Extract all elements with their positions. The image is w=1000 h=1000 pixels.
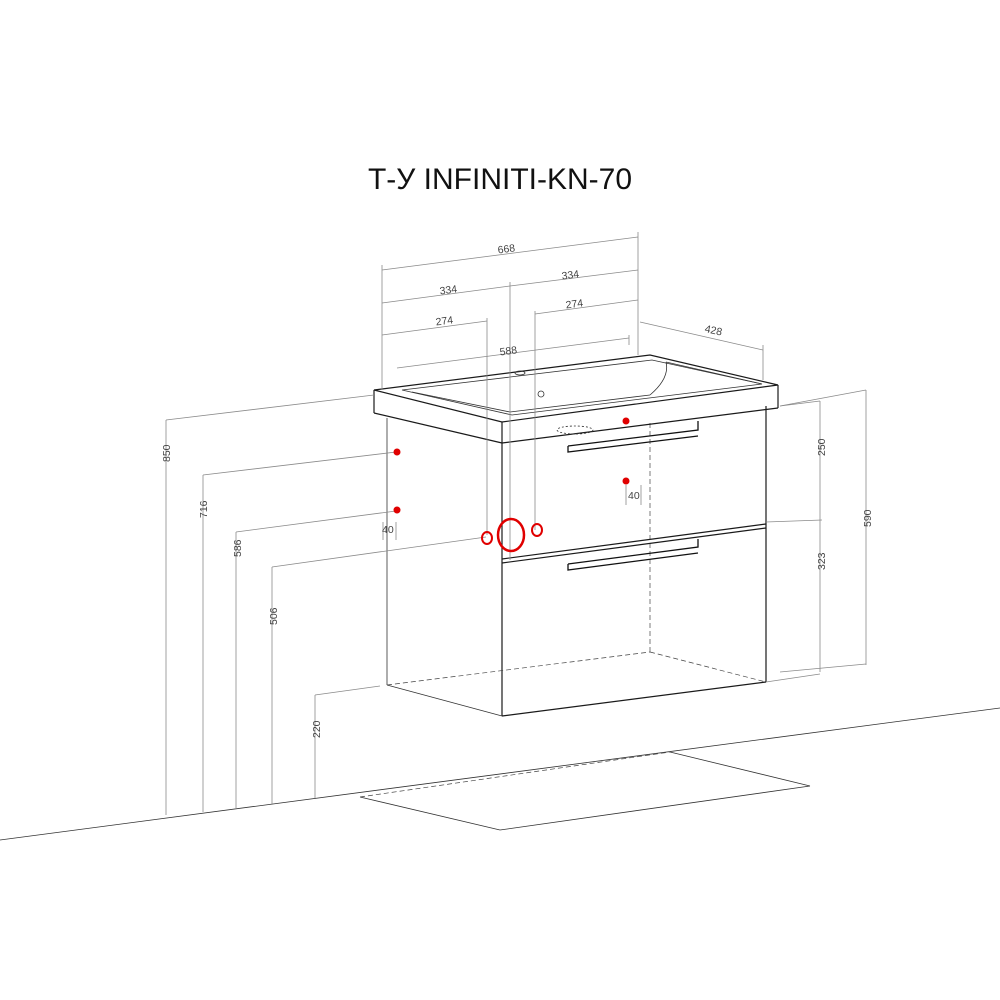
dim-850: 850: [161, 444, 173, 462]
hot-water-marker: [531, 523, 543, 537]
connection-markers: [393, 417, 630, 553]
dimension-labels: 668 334 334 274 274 588 428 850 716 586 …: [161, 242, 874, 738]
dim-428: 428: [704, 323, 724, 338]
dim-220: 220: [311, 720, 323, 738]
dim-716: 716: [198, 500, 210, 518]
dim-506: 506: [268, 607, 280, 625]
marker-dot: [622, 417, 630, 425]
basin-top: [373, 354, 779, 444]
dim-40-right: 40: [628, 490, 640, 502]
dim-323: 323: [816, 552, 828, 570]
marker-dot: [622, 477, 630, 485]
marker-dot: [393, 506, 401, 514]
dim-40-left: 40: [382, 524, 394, 536]
dim-274-left: 274: [435, 314, 454, 328]
dim-334-left: 334: [439, 283, 458, 297]
dim-590: 590: [862, 509, 874, 527]
right-dimensions: [765, 389, 867, 683]
dim-588: 588: [499, 344, 518, 358]
floor-lines: [0, 707, 1000, 841]
dim-250: 250: [816, 438, 828, 456]
cabinet-body: [386, 406, 767, 717]
dim-586: 586: [232, 539, 244, 557]
marker-dot: [393, 448, 401, 456]
left-dimensions: [165, 394, 642, 815]
dim-668: 668: [497, 242, 516, 256]
dim-274-right: 274: [565, 297, 584, 311]
dim-334-right: 334: [561, 268, 580, 282]
drain-outlet-marker: [496, 517, 526, 553]
top-dimensions: [381, 232, 764, 560]
drawing-title: Т-У INFINITI-KN-70: [367, 163, 633, 196]
cold-water-marker: [481, 531, 493, 545]
